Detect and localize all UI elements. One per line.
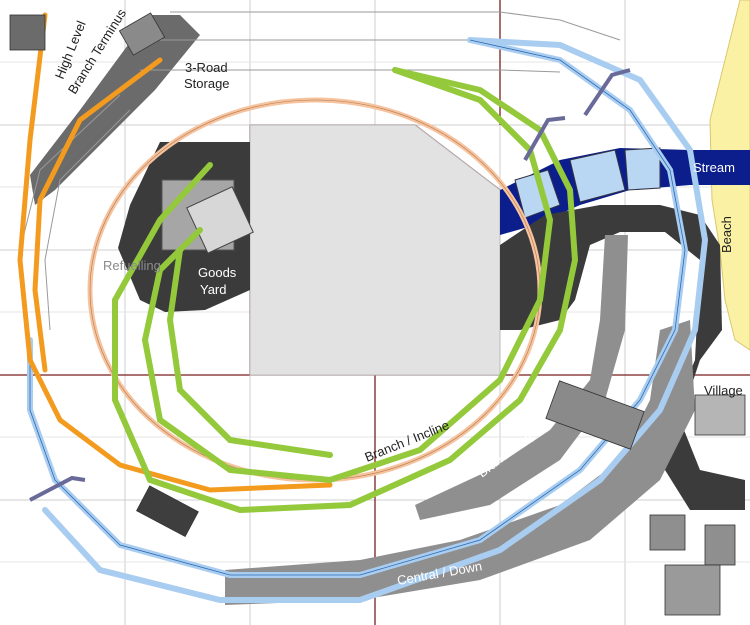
label-branch-incline: Branch / Incline [363,417,452,464]
label-road-storage: 3-Road [185,60,228,75]
label-refuelling: Refuelling [103,258,161,273]
bridge-3 [624,147,661,191]
signal-gantries [29,68,631,502]
bridge-2 [569,149,626,203]
dark-scenery-right [500,205,745,510]
central-down-platform [225,320,695,605]
label-beach: Beach [719,216,734,253]
blue-track-edge [29,39,686,576]
label-village: Village [704,383,743,398]
buildings [9,12,746,616]
label-goods: Goods [198,265,237,280]
label-yard: Yard [200,282,227,297]
orange-track [17,12,333,493]
central-well [249,124,501,376]
label-storage: Storage [184,76,230,91]
label-stream: Stream [693,160,735,175]
branch-up-platform [415,235,628,520]
